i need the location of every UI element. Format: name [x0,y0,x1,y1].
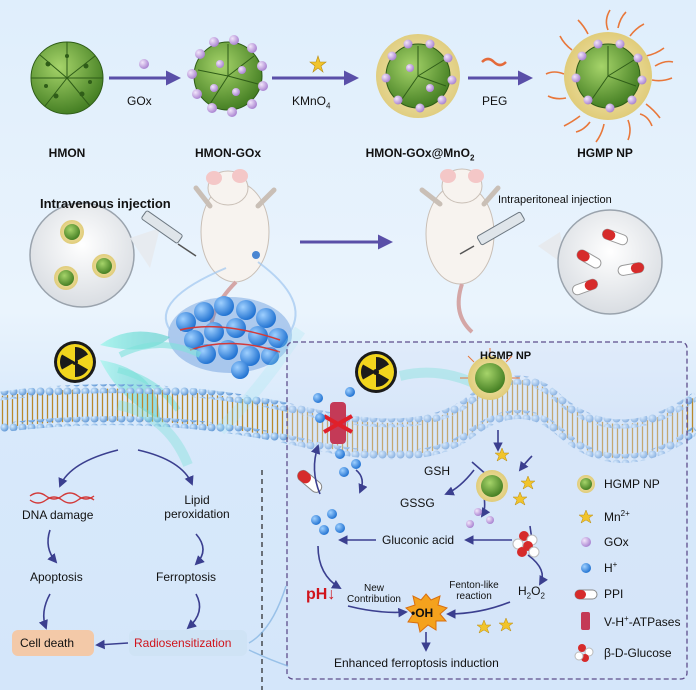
reagent-peg: PEG [482,94,508,108]
ferroptosis-label: Ferroptosis [156,570,217,584]
intravenous-injection-label: Intravenous injection [40,196,171,211]
label-hgmp-np: HGMP NP [577,146,633,160]
legend-mn: Mn2+ [604,509,630,524]
ip-syringe [459,211,525,255]
legend-icons [574,475,598,662]
cell-death-label: Cell death [20,636,75,650]
hmon-particle [30,41,104,115]
hmon-gox-mno2-particle [376,34,460,118]
iv-syringe [141,210,197,257]
ppi-capsule [297,469,323,493]
reagent-gox: GOx [127,94,152,108]
dna-helix [29,492,95,504]
cell-membrane [0,375,696,463]
hgmp-np-in-cell [476,470,508,502]
dna-damage-label: DNA damage [22,508,94,522]
label-hmon-gox: HMON-GOx [195,146,261,160]
legend-ppi: PPI [604,587,624,601]
gssg-label: GSSG [400,496,435,510]
v-atpase-pump [323,402,353,444]
mouse-right [419,168,501,334]
glucose-cluster [512,531,540,558]
intraperitoneal-injection-label: Intraperitoneal injection [498,194,612,206]
ph-label: pH↓ [306,586,336,603]
tumor-cluster [168,296,292,379]
legend-hgmp-np: HGMP NP [604,477,660,491]
apoptosis-label: Apoptosis [30,570,83,584]
label-hmon-gox-mno2: HMON-GOx@MnO2 [365,146,475,163]
label-hmon: HMON [48,146,86,160]
gluconic-acid-label: Gluconic acid [382,533,455,547]
legend-gox: GOx [604,535,629,549]
reagent-kmno4: KMnO4 [292,94,331,111]
hmon-gox-particle [187,35,268,117]
radiation-symbol-left [54,341,96,383]
mechanism-box-title: HGMP NP [480,350,532,362]
radiation-symbol-right [355,351,397,393]
cell-death-pill [12,630,94,656]
radiosensitization-pill [129,630,247,656]
hydroxyl-burst [405,593,448,633]
legend-h-plus: H+ [604,560,618,575]
proton-cluster [311,387,361,535]
gox-spheres [466,508,494,528]
hgmp-np-on-membrane [460,348,520,400]
ppi-capsule-bubble [538,209,663,315]
enhanced-ferroptosis-label: Enhanced ferroptosis induction [334,656,499,670]
iv-nanoparticle-bubble [29,202,160,308]
ph-down-arrow-icon: ↓ [327,586,336,603]
hgmp-np-particle [545,9,674,143]
hydroxyl-label: •OH [411,606,434,620]
radiosensitization-label: Radiosensitization [134,636,232,650]
h2o2-label: H2O2 [518,584,545,601]
mn-stars [476,447,536,634]
legend-glucose: β-D-Glucose [604,646,672,660]
legend-v-atpases: V-H+-ATPases [604,614,681,629]
gsh-label: GSH [424,464,451,478]
